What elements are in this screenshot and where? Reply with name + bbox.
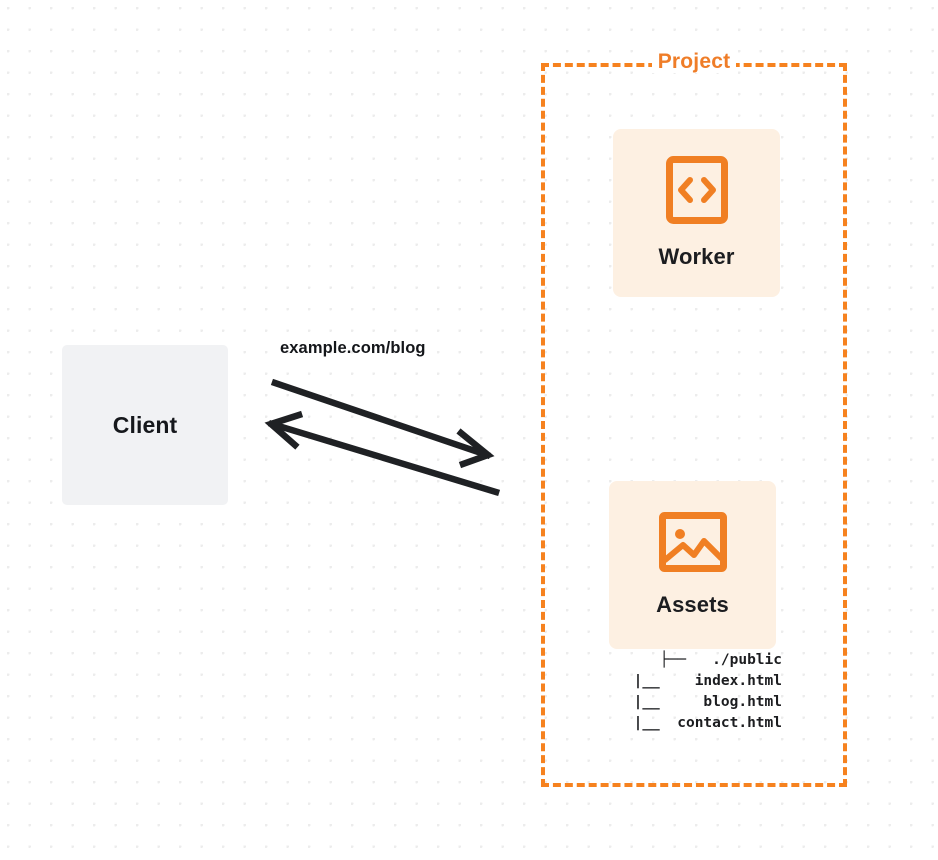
node-client[interactable]: Client [62, 345, 228, 505]
node-assets-label: Assets [656, 592, 729, 617]
connection-label: example.com/blog [280, 339, 426, 357]
file-tree-line: |__ contact.html [633, 715, 782, 731]
node-worker[interactable]: Worker [613, 129, 780, 297]
file-tree-line: |__ blog.html [633, 694, 782, 710]
file-tree-line: ├── ./public [659, 652, 782, 668]
node-worker-label: Worker [658, 244, 735, 269]
node-client-label: Client [112, 411, 178, 438]
image-icon [658, 512, 727, 572]
code-brackets-icon [665, 156, 728, 224]
connection-arrows [264, 378, 501, 497]
node-assets[interactable]: Assets [609, 481, 776, 649]
project-title: Project [541, 50, 847, 74]
file-tree-line: |__ index.html [633, 673, 782, 689]
project-title-text: Project [651, 50, 737, 73]
asset-file-tree: ├── ./public |__ index.html |__ blog.html |… [560, 650, 782, 734]
